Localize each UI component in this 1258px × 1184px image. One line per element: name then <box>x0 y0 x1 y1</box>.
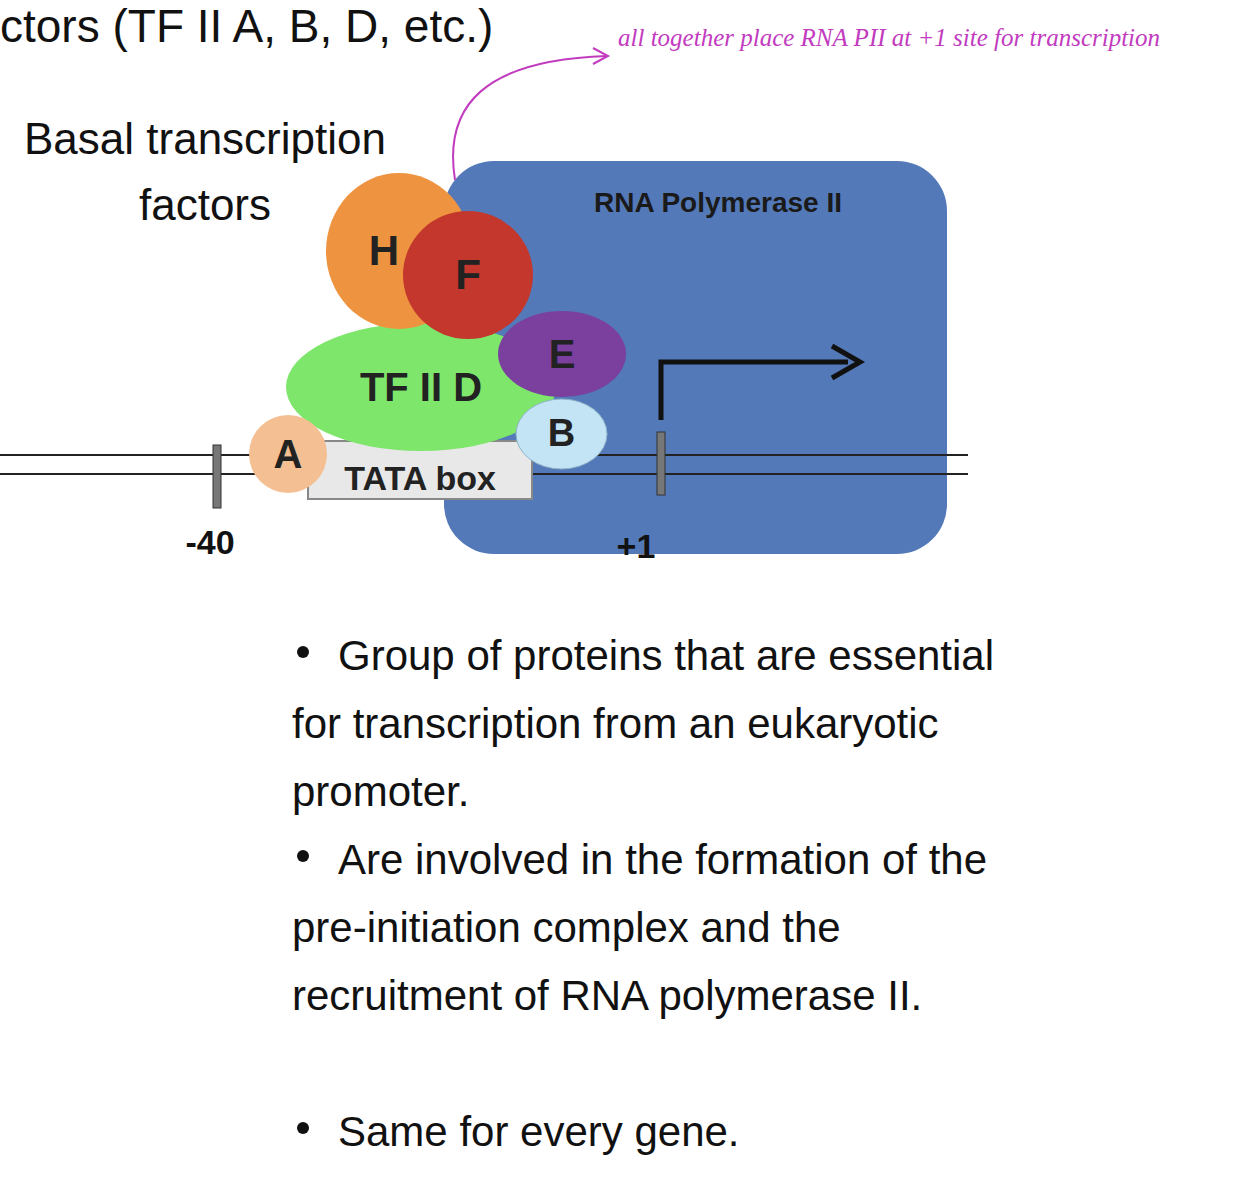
slide-heading: ctors (TF II A, B, D, etc.) <box>0 0 720 52</box>
bullet-text: Same for every gene. <box>292 1098 1002 1166</box>
node-label: H <box>369 228 399 274</box>
node-label: F <box>455 252 481 298</box>
handwritten-note: all together place RNA PII at +1 site fo… <box>618 18 1178 58</box>
bullet-dot <box>297 850 309 862</box>
shape-fill <box>403 211 533 339</box>
node-label: A <box>274 432 303 476</box>
shape-fill <box>516 399 607 469</box>
factor-circle: E <box>497 310 627 398</box>
position-label: -40 <box>165 522 255 562</box>
shape-fill <box>308 441 532 499</box>
arrow-head <box>593 48 608 64</box>
bullet-text: Are involved in the formation of the pre… <box>292 826 1002 1030</box>
node-label: TF II D <box>360 365 482 409</box>
shape-fill <box>249 415 327 493</box>
position-tick <box>213 445 221 508</box>
bullet-dot <box>297 1122 309 1134</box>
group-title: Basal transcription factors <box>0 106 410 238</box>
position-label: +1 <box>601 526 671 566</box>
factor-circle: B <box>515 398 608 470</box>
factor-circle: F <box>402 210 534 340</box>
factor-circle: A <box>248 414 328 494</box>
node-label: E <box>549 332 576 376</box>
node-label: TATA box <box>344 460 496 497</box>
shape-fill <box>498 311 626 397</box>
node-label: B <box>548 413 575 455</box>
bullet-dot <box>297 646 309 658</box>
node-label: RNA Polymerase II <box>594 188 842 219</box>
bullet-text: Group of proteins that are essential for… <box>292 622 1002 826</box>
